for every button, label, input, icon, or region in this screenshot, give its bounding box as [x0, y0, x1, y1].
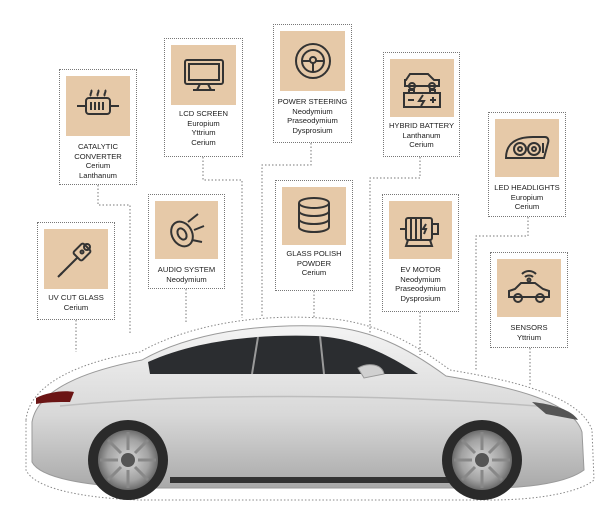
headlights-text: LED HEADLIGHTS Europium Cerium: [491, 183, 563, 212]
sensors-element-1: Yttrium: [516, 332, 542, 342]
card-power-steering: POWER STEERING Neodymium Praseodymium Dy…: [273, 24, 352, 143]
card-catalytic-converter: CATALYTIC CONVERTER Cerium Lanthanum: [59, 69, 137, 185]
card-ev-motor: EV MOTOR Neodymium Praseodymium Dysprosi…: [382, 194, 459, 312]
catalytic-element-2: Lanthanum: [79, 170, 117, 180]
car-sensor-icon: [505, 269, 553, 307]
polish-element-1: Cerium: [301, 268, 327, 278]
headlights-element-2: Cerium: [514, 202, 540, 212]
card-lcd-screen: LCD SCREEN Europium Yttrium Cerium: [164, 38, 243, 157]
lcd-title: LCD SCREEN: [179, 109, 228, 118]
steering-wheel-icon: [293, 41, 333, 81]
tile-polish: [282, 187, 346, 245]
evmotor-element-2: Praseodymium: [395, 284, 446, 294]
rear-wheel: [88, 420, 168, 500]
lcd-element-1: Europium: [187, 118, 220, 128]
card-audio-system: AUDIO SYSTEM Neodymium: [148, 194, 225, 289]
headlight-icon: [503, 133, 551, 163]
card-uv-cut-glass: UV CUT GLASS Cerium: [37, 222, 115, 320]
tile-evmotor: [389, 201, 452, 259]
tile-catalytic: [66, 76, 130, 136]
tile-uvglass: [44, 229, 108, 289]
car-taillight: [36, 391, 74, 404]
battery-title: HYBRID BATTERY: [388, 121, 455, 130]
catalytic-text: CATALYTIC CONVERTER Cerium Lanthanum: [62, 142, 134, 180]
monitor-icon: [182, 57, 226, 93]
car-window: [148, 335, 418, 374]
car-headlight: [532, 402, 578, 420]
steering-element-3: Dysprosium: [292, 125, 333, 135]
steering-text: POWER STEERING Neodymium Praseodymium Dy…: [276, 97, 349, 135]
polish-text: GLASS POLISH POWDER Cerium: [278, 249, 350, 278]
battery-element-2: Cerium: [409, 140, 434, 150]
uvglass-element-1: Cerium: [63, 302, 89, 312]
speaker-icon: [166, 210, 208, 250]
tile-battery: [390, 59, 454, 117]
catalytic-title: CATALYTIC CONVERTER: [74, 142, 122, 161]
electric-motor-icon: [398, 212, 444, 248]
uvglass-title: UV CUT GLASS: [48, 293, 104, 302]
lcd-element-3: Cerium: [191, 137, 216, 147]
sensors-text: SENSORS Yttrium: [493, 323, 565, 342]
glass-cutter-icon: [54, 237, 98, 281]
sensors-title: SENSORS: [510, 323, 548, 332]
steering-element-1: Neodymium: [292, 106, 333, 116]
car-dotted-outline: [25, 316, 595, 501]
uvglass-text: UV CUT GLASS Cerium: [40, 293, 112, 312]
steering-title: POWER STEERING: [277, 97, 348, 106]
battery-text: HYBRID BATTERY Lanthanum Cerium: [386, 121, 457, 150]
catalytic-element-1: Cerium: [85, 161, 111, 171]
tile-steering: [280, 31, 345, 91]
evmotor-element-3: Dysprosium: [400, 293, 441, 303]
car-battery-icon: [400, 66, 444, 110]
powder-stack-icon: [294, 195, 334, 237]
lcd-element-2: Yttrium: [191, 128, 216, 138]
audio-title: AUDIO SYSTEM: [157, 265, 216, 274]
audio-element-1: Neodymium: [166, 274, 207, 284]
tile-sensors: [497, 259, 561, 317]
car-image: [25, 316, 595, 501]
card-glass-polish-powder: GLASS POLISH POWDER Cerium: [275, 180, 353, 291]
polish-title: GLASS POLISH POWDER: [286, 249, 342, 268]
audio-text: AUDIO SYSTEM Neodymium: [151, 265, 222, 284]
evmotor-element-1: Neodymium: [400, 274, 441, 284]
card-led-headlights: LED HEADLIGHTS Europium Cerium: [488, 112, 566, 217]
tile-lcd: [171, 45, 236, 105]
car-mirror: [357, 364, 385, 379]
evmotor-title: EV MOTOR: [400, 265, 441, 274]
catalytic-converter-icon: [75, 88, 121, 124]
headlights-title: LED HEADLIGHTS: [494, 183, 560, 192]
tile-audio: [155, 201, 218, 259]
evmotor-text: EV MOTOR Neodymium Praseodymium Dysprosi…: [385, 265, 456, 303]
tile-headlights: [495, 119, 559, 177]
front-wheel: [442, 420, 522, 500]
lcd-text: LCD SCREEN Europium Yttrium Cerium: [167, 109, 240, 147]
card-hybrid-battery: HYBRID BATTERY Lanthanum Cerium: [383, 52, 460, 157]
card-sensors: SENSORS Yttrium: [490, 252, 568, 348]
steering-element-2: Praseodymium: [287, 116, 338, 126]
battery-element-1: Lanthanum: [402, 130, 441, 140]
headlights-element-1: Europium: [510, 192, 544, 202]
